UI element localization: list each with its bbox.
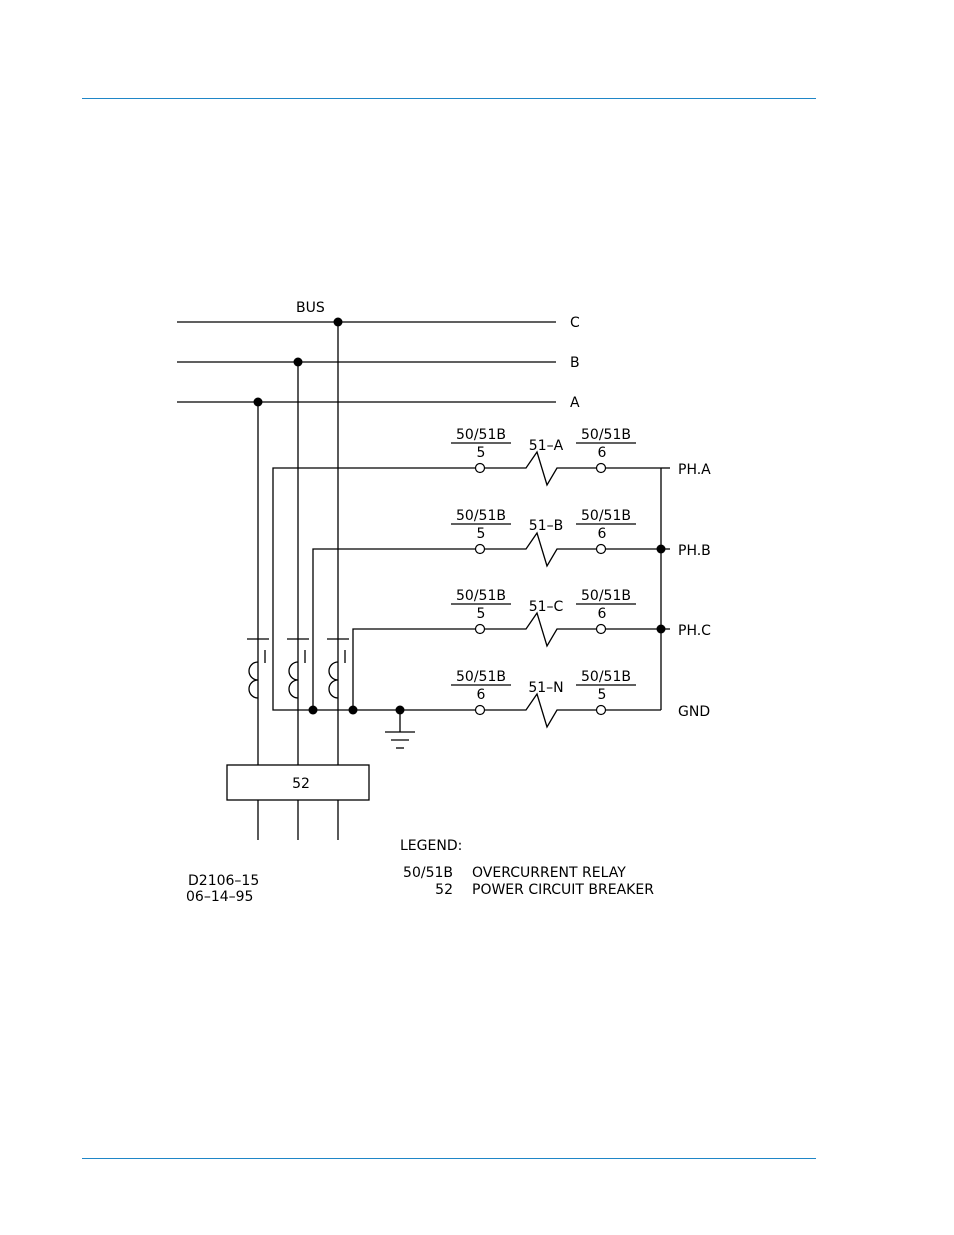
- phase-label-c: C: [570, 315, 580, 331]
- drawing-date: 06–14–95: [186, 889, 253, 905]
- current-transformer-c: [327, 638, 354, 700]
- relay-label: 51–N: [528, 680, 563, 696]
- ct-neutral-bus: [272, 700, 480, 711]
- terminal-number: 5: [477, 606, 486, 622]
- phase-label-a: A: [570, 395, 580, 411]
- terminal-label: 50/51B: [581, 508, 631, 524]
- breaker-label: 52: [292, 776, 310, 792]
- relay-circuit-ph-a: 50/51B 5 51–A 50/51B 6 PH.A: [451, 427, 711, 487]
- drawing-number: D2106–15: [188, 873, 259, 889]
- junction-dot: [293, 357, 303, 367]
- legend-title: LEGEND:: [400, 838, 462, 854]
- junction-dot: [656, 624, 666, 634]
- terminal-label: 50/51B: [456, 508, 506, 524]
- relay-circuit-gnd: 50/51B 6 51–N 50/51B 5 GND: [451, 669, 710, 729]
- terminal-label: 50/51B: [581, 669, 631, 685]
- legend-desc: OVERCURRENT RELAY: [472, 865, 626, 881]
- ground-symbol: [385, 710, 415, 749]
- legend-code: 52: [435, 882, 453, 898]
- bus-label: BUS: [296, 300, 325, 316]
- junction-dot: [333, 317, 343, 327]
- terminal-number: 6: [477, 687, 486, 703]
- ct-lead-a: [272, 467, 480, 655]
- terminal-number: 6: [598, 445, 607, 461]
- junction-dot: [656, 544, 666, 554]
- current-transformer-a: [247, 638, 274, 700]
- terminal-number: 5: [477, 526, 486, 542]
- junction-dot: [348, 705, 358, 715]
- phase-label-b: B: [570, 355, 580, 371]
- output-label: GND: [678, 704, 710, 720]
- relay-label: 51–B: [529, 518, 563, 534]
- output-label: PH.C: [678, 623, 711, 639]
- legend-code: 50/51B: [403, 865, 453, 881]
- terminal-label: 50/51B: [456, 427, 506, 443]
- terminal-number: 6: [598, 526, 607, 542]
- terminal-label: 50/51B: [581, 427, 631, 443]
- footer-rule: [82, 1158, 816, 1159]
- terminal-number: 6: [598, 606, 607, 622]
- relay-circuit-ph-b: 50/51B 5 51–B 50/51B 6 PH.B: [451, 508, 711, 568]
- current-transformer-b: [287, 638, 314, 700]
- terminal-label: 50/51B: [581, 588, 631, 604]
- ct-lead-b: [312, 548, 480, 655]
- output-label: PH.B: [678, 543, 711, 559]
- terminal-number: 5: [598, 687, 607, 703]
- terminal-label: 50/51B: [456, 669, 506, 685]
- breaker-box: [226, 764, 370, 801]
- legend-desc: POWER CIRCUIT BREAKER: [472, 882, 654, 898]
- junction-dot: [308, 705, 318, 715]
- relay-label: 51–C: [529, 599, 564, 615]
- output-label: PH.A: [678, 462, 711, 478]
- terminal-number: 5: [477, 445, 486, 461]
- ct-lead-c: [352, 628, 480, 655]
- relay-label: 51–A: [529, 438, 564, 454]
- junction-dot: [253, 397, 263, 407]
- header-rule: [82, 98, 816, 99]
- terminal-label: 50/51B: [456, 588, 506, 604]
- relay-circuit-ph-c: 50/51B 5 51–C 50/51B 6 PH.C: [451, 588, 711, 648]
